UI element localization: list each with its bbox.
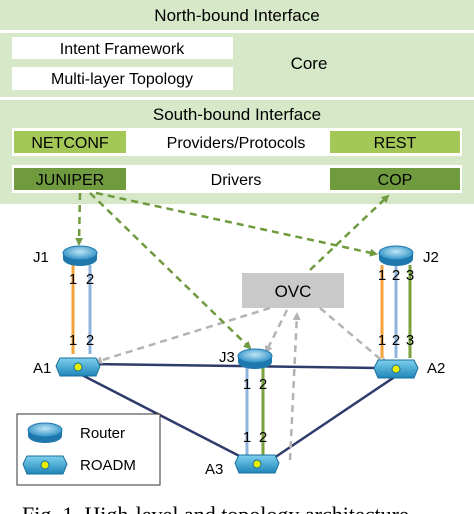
legend: Router ROADM xyxy=(16,413,161,486)
north-panel: North-bound Interface xyxy=(0,0,474,30)
figure-caption: Fig. 1. High-level and topology architec… xyxy=(22,502,409,514)
lane-number: 2 xyxy=(86,271,94,288)
netconf-label: NETCONF xyxy=(31,135,109,152)
lane-number: 3 xyxy=(406,332,414,349)
lane-number: 2 xyxy=(86,332,94,349)
lane-number: 2 xyxy=(259,429,267,446)
providers-protocols-label: Providers/Protocols xyxy=(167,135,306,152)
router-j2 xyxy=(378,245,414,266)
lane-number: 2 xyxy=(392,267,400,284)
lanes-j1-a1 xyxy=(71,265,92,354)
router-icon xyxy=(27,422,63,443)
intent-framework-label: Intent Framework xyxy=(60,41,185,58)
roadm-a3 xyxy=(234,454,280,474)
node-label-a3: A3 xyxy=(205,461,223,478)
lane-number: 1 xyxy=(243,429,251,446)
router-j1 xyxy=(62,245,98,266)
lane-number: 2 xyxy=(259,376,267,393)
lane-number: 2 xyxy=(392,332,400,349)
node-label-j3: J3 xyxy=(219,349,235,366)
lane-numbers: 1 2 1 2 1 2 3 1 2 3 1 2 1 2 xyxy=(69,267,414,446)
legend-roadm-label: ROADM xyxy=(80,457,136,474)
lanes-j2-a2 xyxy=(380,265,412,358)
lane-number: 1 xyxy=(243,376,251,393)
legend-router-label: Router xyxy=(80,425,125,442)
rest-label: REST xyxy=(374,135,417,152)
lane-number: 1 xyxy=(378,267,386,284)
roadm-icon xyxy=(22,455,68,475)
core-label: Core xyxy=(291,54,328,73)
lanes-j3-a3 xyxy=(245,368,265,455)
south-panel: South-bound Interface NETCONF Providers/… xyxy=(0,100,474,204)
roadm-links xyxy=(79,362,397,466)
router-j3 xyxy=(237,348,273,369)
north-bound-interface-label: North-bound Interface xyxy=(154,6,319,25)
node-labels: J1 J2 J3 A1 A2 A3 xyxy=(33,249,445,478)
juniper-label: JUNIPER xyxy=(36,172,104,189)
core-panel: Intent Framework Multi-layer Topology Co… xyxy=(0,33,474,97)
south-bound-interface-label: South-bound Interface xyxy=(153,105,321,124)
node-label-a1: A1 xyxy=(33,360,51,377)
node-label-j1: J1 xyxy=(33,249,49,266)
roadm-a1 xyxy=(55,357,101,377)
ovc-label: OVC xyxy=(275,282,312,301)
lane-number: 1 xyxy=(378,332,386,349)
cop-label: COP xyxy=(378,172,413,189)
ovc-box: OVC xyxy=(242,273,344,308)
ovc-arrows xyxy=(94,306,388,461)
roadm-a2 xyxy=(373,359,419,379)
lane-number: 1 xyxy=(69,271,77,288)
control-arrows xyxy=(75,191,390,350)
node-label-j2: J2 xyxy=(423,249,439,266)
lane-number: 3 xyxy=(406,267,414,284)
node-label-a2: A2 xyxy=(427,360,445,377)
multi-layer-topology-label: Multi-layer Topology xyxy=(51,71,193,88)
drivers-label: Drivers xyxy=(211,172,262,189)
lane-number: 1 xyxy=(69,332,77,349)
